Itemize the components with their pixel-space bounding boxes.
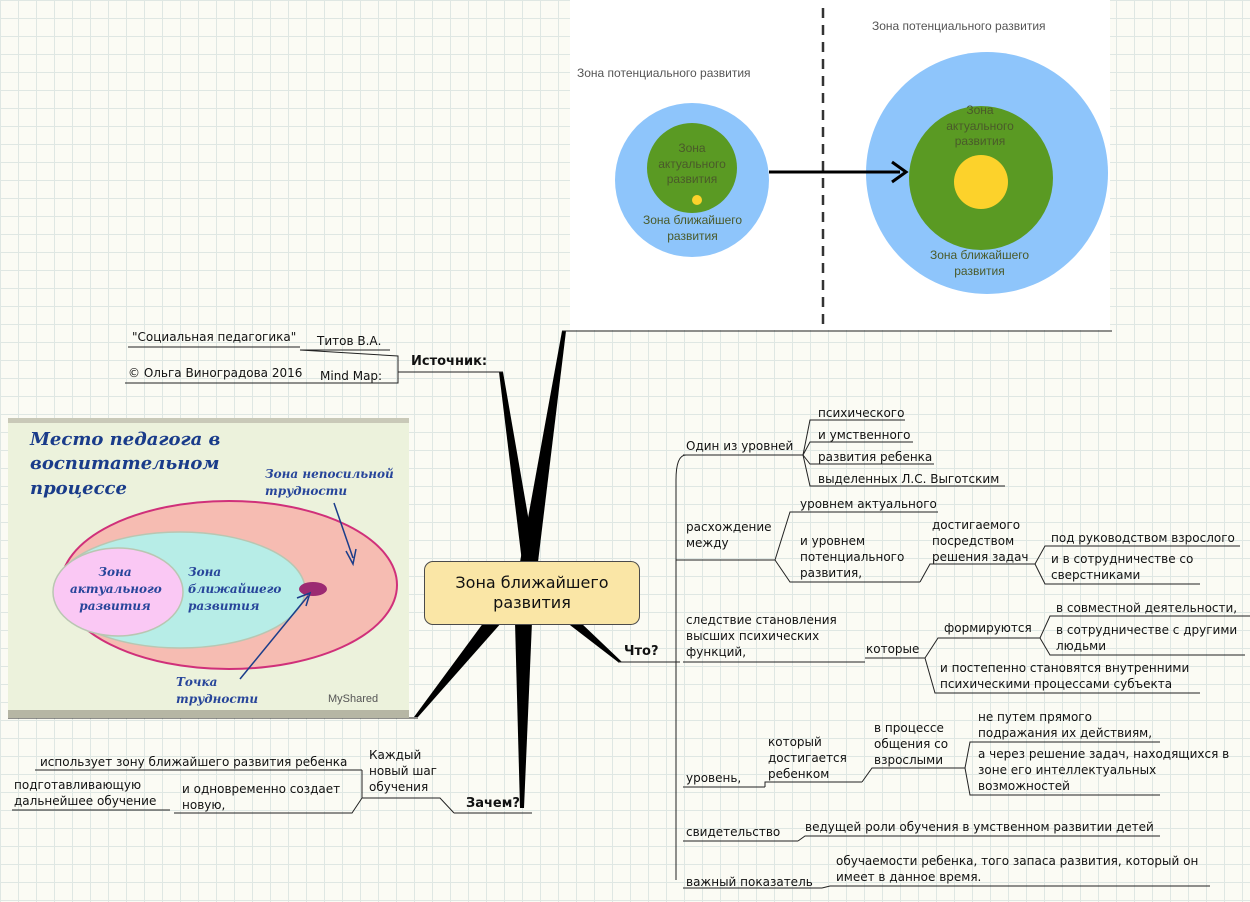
- unbearable-zone-label: Зона непосильной трудности: [265, 467, 394, 498]
- what-cooperation[interactable]: в сотрудничестве с другими людьми: [1056, 623, 1238, 653]
- what-consequence[interactable]: следствие становления высших психических…: [686, 613, 837, 659]
- branch-to-zones-image: [520, 331, 566, 562]
- what-level-item[interactable]: развития ребенка: [818, 450, 933, 464]
- what-indicator[interactable]: важный показатель: [686, 875, 813, 889]
- zones-diagram-image: Зона потенциального развития Зона актуал…: [570, 0, 1110, 330]
- big-potential-label: Зона потенциального развития: [872, 19, 1046, 33]
- branch-to-source: [499, 372, 536, 562]
- big-near-label: Зона ближайшего развития: [929, 248, 1030, 278]
- what-one-of-levels[interactable]: Один из уровней: [686, 439, 794, 453]
- what-formed[interactable]: формируются: [944, 621, 1032, 635]
- small-core-circle: [692, 195, 702, 205]
- what-level-item[interactable]: выделенных Л.С. Выготским: [818, 472, 1000, 486]
- what-not-imitation[interactable]: не путем прямого подражания их действиям…: [978, 710, 1153, 740]
- what-leading-role[interactable]: ведущей роли обучения в умственном разви…: [805, 820, 1154, 834]
- why-preparing[interactable]: подготавливающую дальнейшее обучение: [14, 778, 157, 808]
- what-achieved-by-child[interactable]: который достигается ребенком: [768, 735, 847, 781]
- big-actual-label: Зона актуального развития: [946, 103, 1014, 149]
- difficulty-arrow-head: [296, 591, 312, 607]
- unbearable-arrow-head: [345, 548, 357, 567]
- small-potential-label: Зона потенциального развития: [577, 66, 751, 80]
- source-mindmap-label[interactable]: Mind Map:: [320, 369, 383, 383]
- near-zone-label: Зона ближайшего развития: [188, 565, 282, 613]
- growth-arrow-head: [891, 160, 909, 184]
- why-creates[interactable]: и одновременно создает новую,: [182, 782, 341, 812]
- film-strip-top: [8, 418, 409, 423]
- source-author[interactable]: Титов В.А.: [317, 334, 382, 348]
- small-actual-label: Зона актуального развития: [658, 141, 726, 187]
- difficulty-point-label: Точка трудности: [176, 675, 259, 706]
- what-level[interactable]: уровень,: [686, 771, 742, 785]
- what-evidence[interactable]: свидетельство: [686, 825, 781, 839]
- what-topic[interactable]: Что?: [624, 644, 659, 659]
- what-level-item[interactable]: психического: [818, 406, 905, 420]
- branch-to-pedagog-image: [414, 622, 502, 717]
- central-topic-node[interactable]: Зона ближайшего развития: [424, 561, 640, 625]
- difficulty-arrow: [239, 595, 309, 680]
- branch-to-what: [566, 622, 622, 662]
- source-copyright[interactable]: © Ольга Виноградова 2016: [128, 366, 303, 380]
- what-learnability[interactable]: обучаемости ребенка, того запаса развити…: [836, 854, 1199, 884]
- what-actual-level[interactable]: уровнем актуального: [800, 497, 937, 511]
- myshared-watermark: MyShared: [328, 693, 379, 705]
- small-actual-zone-circle: [647, 123, 737, 213]
- what-internal[interactable]: и постепенно становятся внутренними псих…: [940, 661, 1190, 691]
- what-potential-level[interactable]: и уровнем потенциального развития,: [800, 534, 905, 580]
- film-strip-bottom: [8, 710, 409, 718]
- pedagog-slide-svg: [8, 418, 409, 718]
- what-which[interactable]: которые: [866, 642, 920, 656]
- what-achieved[interactable]: достигаемого посредством решения задач: [932, 518, 1029, 564]
- small-near-label: Зона ближайшего развития: [642, 213, 743, 243]
- pedagog-slide-image: Место педагога в воспитательном процессе…: [8, 418, 409, 718]
- slide-title: Место педагога в воспитательном процессе: [30, 429, 221, 499]
- what-under-guidance[interactable]: под руководством взрослого: [1051, 531, 1235, 545]
- why-step[interactable]: Каждый новый шаг обучения: [369, 748, 437, 794]
- why-topic[interactable]: Зачем?: [466, 796, 520, 811]
- what-but-tasks[interactable]: а через решение задач, находящихся в зон…: [978, 747, 1230, 793]
- why-uses[interactable]: использует зону ближайшего развития ребе…: [40, 755, 348, 769]
- what-level-item[interactable]: и умственного: [818, 428, 911, 442]
- branch-to-why: [515, 622, 532, 808]
- what-joint-activity[interactable]: в совместной деятельности,: [1056, 601, 1238, 615]
- source-book[interactable]: "Социальная педагогика": [132, 330, 297, 344]
- difficulty-point-dot: [299, 582, 327, 596]
- source-topic[interactable]: Источник:: [411, 354, 488, 369]
- actual-zone-ellipse: [52, 547, 184, 637]
- what-in-process[interactable]: в процессе общения со взрослыми: [874, 721, 949, 767]
- big-core-circle: [954, 155, 1008, 209]
- unbearable-arrow: [333, 502, 354, 559]
- zones-diagram-svg: [615, 8, 1108, 326]
- actual-zone-label: Зона актуального развития: [70, 565, 162, 613]
- what-with-peers[interactable]: и в сотрудничестве со сверстниками: [1051, 552, 1194, 582]
- what-divergence[interactable]: расхождение между: [686, 520, 772, 550]
